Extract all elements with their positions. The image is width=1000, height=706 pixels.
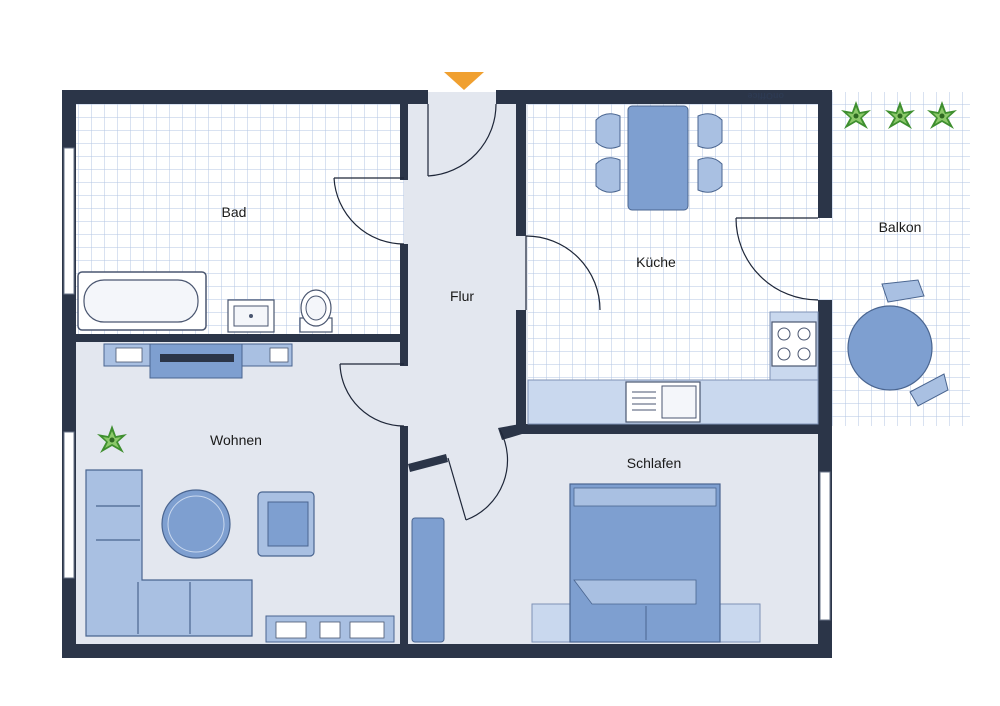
toilet <box>299 289 333 333</box>
armchair <box>257 491 315 557</box>
room-label-wohnen: Wohnen <box>210 432 262 448</box>
room-label-balkon: Balkon <box>879 219 922 235</box>
logo: onOffice <box>747 91 784 101</box>
windows <box>63 147 831 621</box>
bathtub <box>77 271 207 331</box>
sofa <box>85 469 253 637</box>
room-label-flur: Flur <box>450 288 474 304</box>
tv-sideboard <box>103 343 293 379</box>
room-labels: Bad Küche Balkon Flur Wohnen Schlafen <box>210 204 921 471</box>
entrance-arrow-icon <box>444 72 484 90</box>
doors <box>333 103 819 521</box>
balcony-table <box>847 279 949 407</box>
room-label-bad: Bad <box>222 204 247 220</box>
kitchen-table <box>595 105 723 211</box>
bookshelf <box>265 615 395 643</box>
washbasin <box>227 299 275 333</box>
stove-icon <box>771 321 817 367</box>
wardrobe <box>411 517 445 643</box>
sink-icon <box>625 381 701 423</box>
coffee-table <box>161 489 231 559</box>
room-label-kueche: Küche <box>636 254 676 270</box>
room-label-schlafen: Schlafen <box>627 455 681 471</box>
bed <box>531 483 761 643</box>
